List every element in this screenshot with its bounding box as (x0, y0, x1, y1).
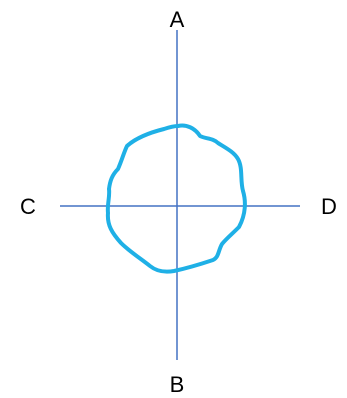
label-c: C (20, 194, 36, 219)
closed-curve (105, 123, 247, 274)
label-a: A (170, 7, 185, 32)
label-d: D (321, 194, 337, 219)
label-b: B (170, 372, 185, 397)
